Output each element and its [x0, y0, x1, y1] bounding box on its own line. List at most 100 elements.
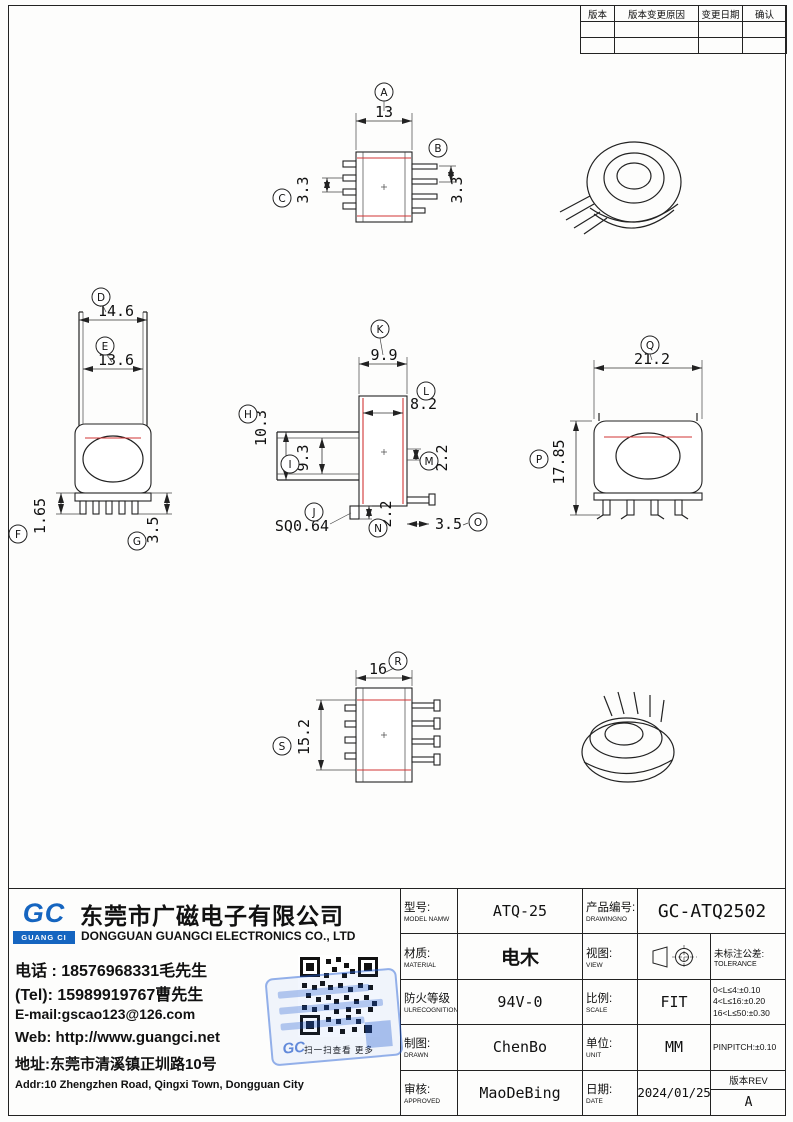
dim-B-letter: B — [434, 143, 441, 155]
fire-label-cn: 防火等级 — [404, 992, 450, 1005]
field-view-label: 视图: VIEW — [582, 934, 637, 980]
dim-G-bubble — [127, 531, 147, 551]
drawingno-label-cn: 产品编号: — [586, 902, 636, 915]
qr-caption: 扫一扫查看 更多 — [304, 1045, 374, 1055]
field-drawn-value: ChenBo — [457, 1025, 582, 1071]
dim-H-letter: H — [244, 409, 252, 421]
date-label-cn: 日期: — [586, 1083, 613, 1096]
field-fire-label: 防火等级 ULRECOGNITION — [400, 979, 457, 1026]
company-phone-en: (Tel): 15989919767曹先生 — [15, 987, 204, 1004]
dim-F-letter: F — [15, 529, 21, 541]
company-address-en: Addr:10 Zhengzhen Road, Qingxi Town, Don… — [15, 1079, 304, 1091]
dim-R-letter: R — [394, 656, 401, 668]
dim-N-bubble — [368, 518, 388, 538]
view-label-en: VIEW — [586, 961, 603, 969]
scale-label-en: SCALE — [586, 1006, 608, 1014]
field-drawingno-label: 产品编号: DRAWINGNO — [582, 889, 637, 935]
company-logo: GC GUANG CI — [13, 895, 75, 944]
dim-F-value: 1.65 — [31, 498, 49, 534]
field-unit-label: 单位: UNIT — [582, 1025, 637, 1071]
tolerance-line-2: 4<L≤16:±0.20 — [713, 996, 766, 1007]
dim-M-bubble — [419, 451, 439, 471]
view-bottom: 16 R 15.2 S — [272, 651, 441, 783]
rev-cell-empty — [742, 37, 787, 54]
view-iso-bottom — [581, 691, 675, 783]
dim-O-bubble — [468, 512, 488, 532]
field-material-label: 材质: MATERIAL — [400, 934, 457, 980]
dim-A-value: 13 — [375, 103, 393, 121]
dim-L-value: 8.2 — [410, 395, 437, 413]
dim-E-letter: E — [102, 341, 109, 353]
tolerance-line-1: 0<L≤4:±0.10 — [713, 984, 761, 995]
dim-L-letter: L — [423, 386, 429, 398]
dim-L-bubble — [416, 381, 436, 401]
date-label-en: DATE — [586, 1097, 603, 1105]
logo-guangci-text: GUANG CI — [13, 931, 75, 944]
field-revision: 版本REV A — [710, 1070, 786, 1116]
material-label-en: MATERIAL — [404, 961, 437, 969]
drawing-area: 13 A B 3.3 C 3.3 — [8, 82, 703, 783]
dim-D-value: 14.6 — [98, 302, 134, 320]
drawn-label-en: DRAWN — [404, 1052, 429, 1060]
field-drawingno-value: GC-ATQ2502 — [637, 889, 786, 935]
dim-P-letter: P — [536, 454, 542, 466]
title-block: GC GUANG CI 东莞市广磁电子有限公司 DONGGUAN GUANGCI… — [8, 888, 786, 1116]
revision-empty-row — [580, 37, 787, 54]
dim-M-letter: M — [424, 456, 433, 468]
model-label-en: MODEL NAMW — [404, 916, 450, 924]
field-model-value: ATQ-25 — [457, 889, 582, 935]
dim-I-letter: I — [288, 459, 291, 471]
view-label-cn: 视图: — [586, 947, 613, 960]
view-top-front: 13 A B 3.3 C 3.3 — [272, 82, 466, 223]
field-approved-value: MaoDeBing — [457, 1070, 582, 1116]
dim-C-value: 3.3 — [294, 176, 312, 203]
field-scale-value: FIT — [637, 979, 710, 1026]
dim-O-value: 3.5 — [435, 515, 462, 533]
dim-A-letter: A — [380, 87, 388, 99]
dim-J-bubble — [304, 502, 324, 522]
dim-D-bubble — [91, 287, 111, 307]
tolerance-label-cn: 未标注公差: — [714, 948, 765, 960]
field-approved-label: 审核: APPROVED — [400, 1070, 457, 1116]
dim-S-bubble — [272, 736, 292, 756]
dim-P-bubble — [529, 449, 549, 469]
company-name-en: DONGGUAN GUANGCI ELECTRONICS CO., LTD — [81, 929, 356, 943]
field-tolerance-label: 未标注公差: TOLERANCE — [710, 934, 786, 980]
approved-label-en: APPROVED — [404, 1097, 441, 1105]
logo-gc-text: GC — [22, 898, 66, 928]
dim-G-value: 3.5 — [144, 516, 162, 543]
view-side-right: 21.2 Q 17.85 P — [529, 335, 703, 520]
fire-label-en: ULRECOGNITION — [404, 1006, 457, 1014]
field-scale-label: 比例: SCALE — [582, 979, 637, 1026]
sheet-border — [8, 5, 786, 1116]
revision-label: 版本REV — [711, 1071, 786, 1090]
dim-E-bubble — [95, 336, 115, 356]
dim-Q-letter: Q — [646, 340, 654, 352]
revision-header-row: 版本 版本变更原因 变更日期 确认 — [580, 5, 787, 22]
spec-table: 型号: MODEL NAMW ATQ-25 产品编号: DRAWINGNO GC… — [400, 889, 786, 1116]
dim-S-letter: S — [279, 741, 286, 753]
company-block: GC GUANG CI 东莞市广磁电子有限公司 DONGGUAN GUANGCI… — [8, 889, 404, 1116]
tolerance-line-3: 16<L≤50:±0.30 — [713, 1007, 770, 1018]
dim-H-bubble — [238, 404, 258, 424]
view-section-center: 9.9 K 8.2 L 10.3 H 9.3 I M 2.2 2.2 — [238, 319, 488, 538]
dim-R-bubble — [388, 651, 408, 671]
field-date-label: 日期: DATE — [582, 1070, 637, 1116]
field-unit-value: MM — [637, 1025, 710, 1071]
material-label-cn: 材质: — [404, 947, 431, 960]
dim-F-bubble — [8, 524, 28, 544]
model-label-cn: 型号: — [404, 902, 431, 915]
unit-label-en: UNIT — [586, 1052, 602, 1060]
revision-table: 版本 版本变更原因 变更日期 确认 — [580, 5, 787, 54]
dim-K-letter: K — [377, 324, 385, 336]
dim-D-letter: D — [97, 292, 105, 304]
dim-M-value: 2.2 — [433, 444, 451, 471]
pinpitch-tolerance: PINPITCH:±0.10 — [710, 1025, 786, 1071]
dim-C-letter: C — [278, 193, 285, 205]
approved-label-cn: 审核: — [404, 1083, 431, 1096]
dim-K-value: 9.9 — [370, 346, 397, 364]
drawingno-label-en: DRAWINGNO — [586, 916, 627, 924]
dim-J-letter: J — [311, 507, 315, 519]
view-front-left: 14.6 D 13.6 E 1.65 F 3.5 G — [8, 287, 172, 551]
